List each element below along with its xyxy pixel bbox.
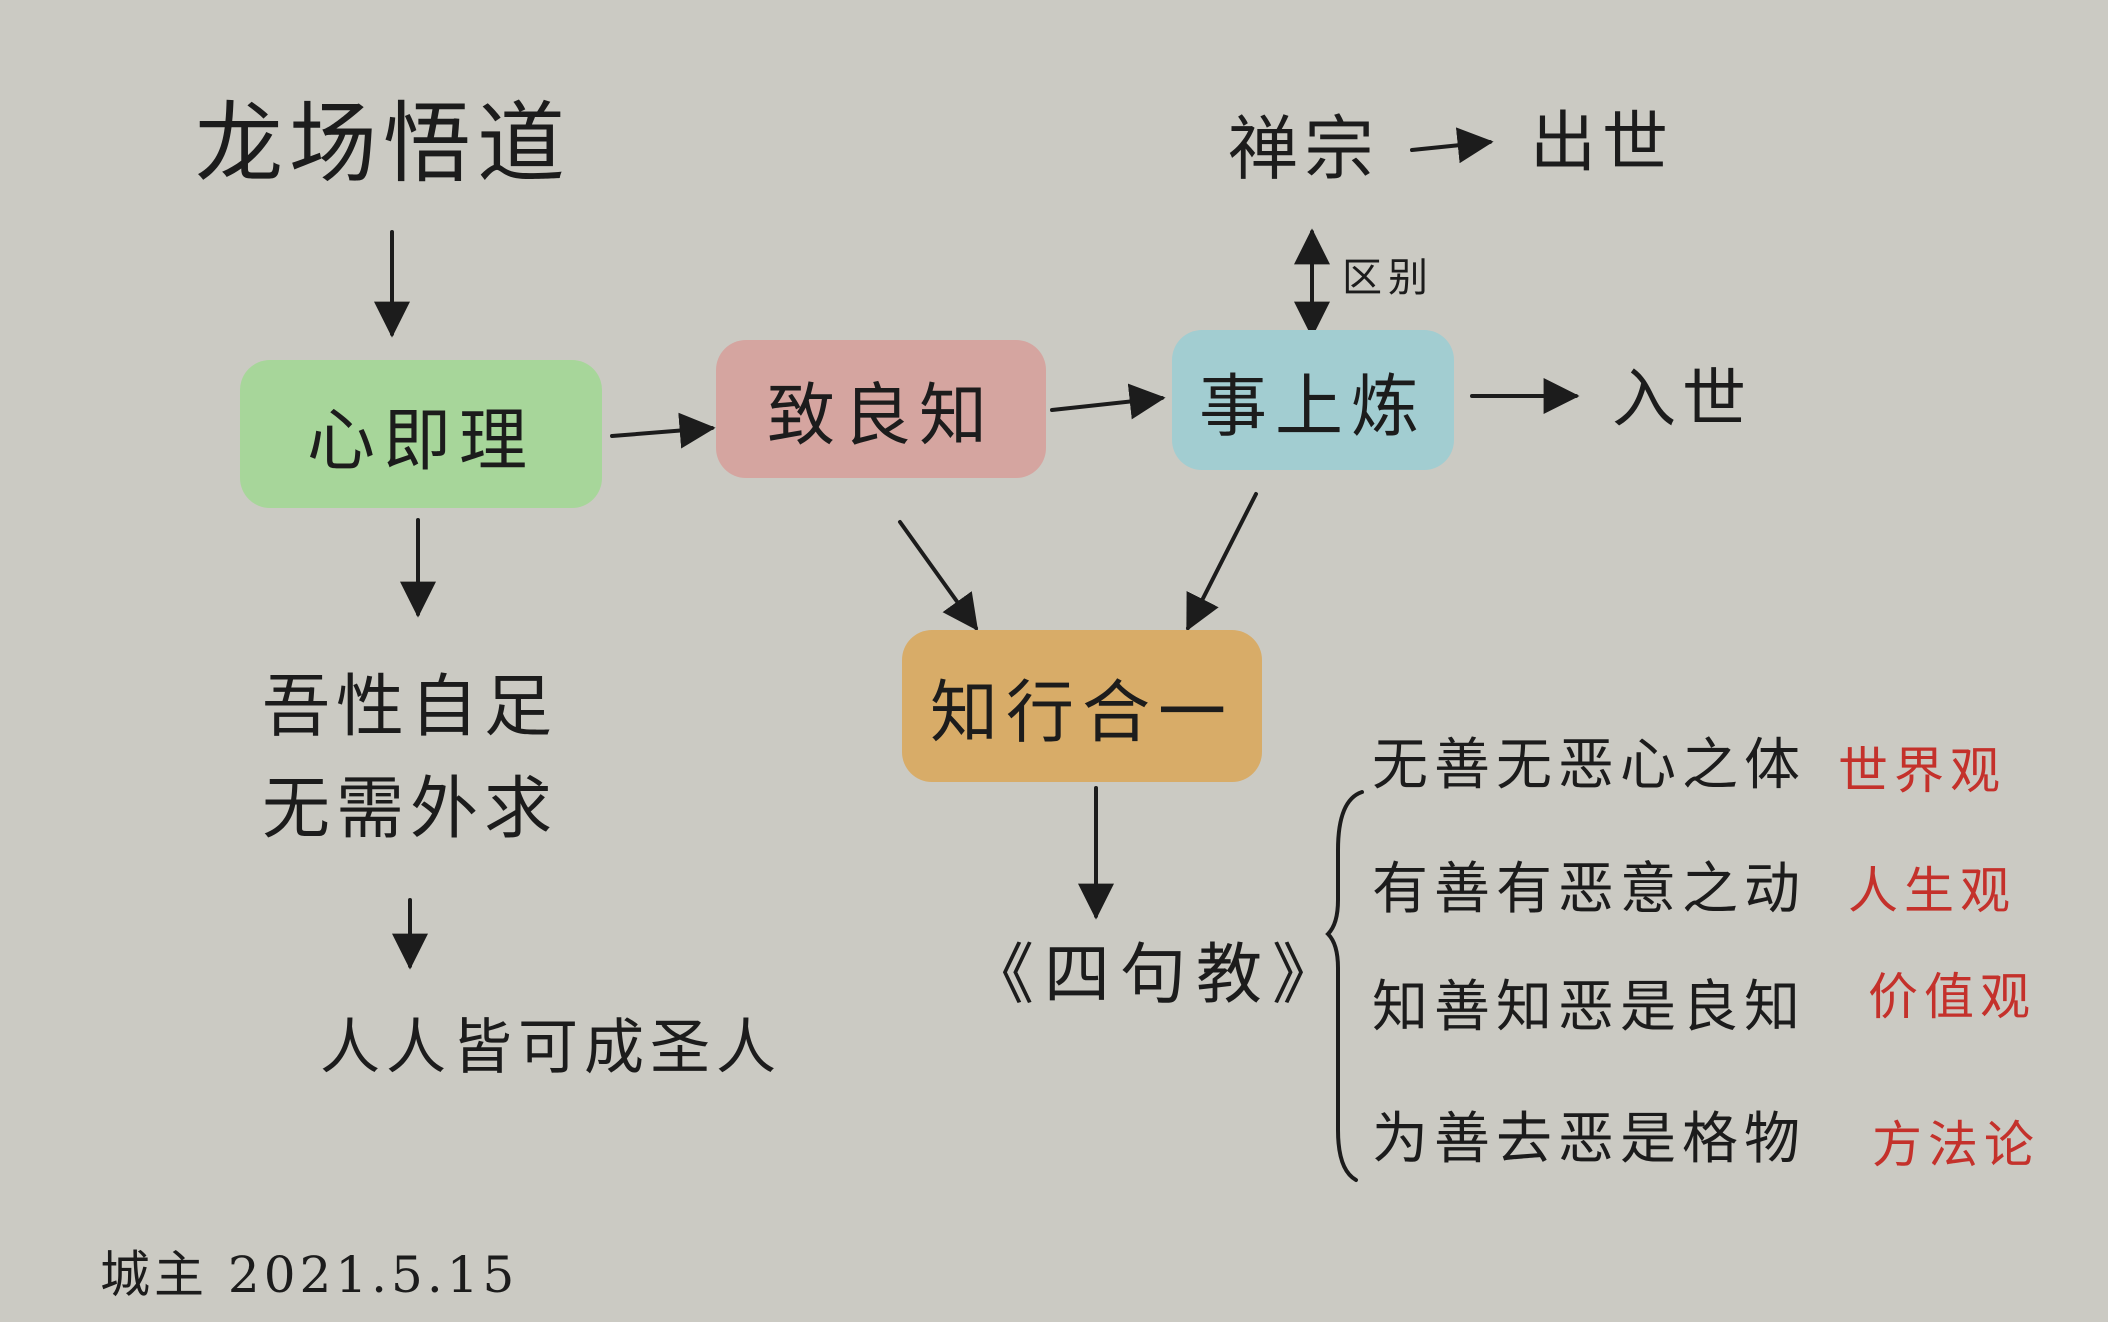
sentence-2: 有善有恶意之动	[1372, 857, 1806, 922]
view-label-4: 方法论	[1872, 1116, 2040, 1174]
view-label-3: 价值观	[1868, 968, 2036, 1026]
curly-brace	[1325, 790, 1364, 1182]
arrow-xinjili-to-zhiliangzhi	[610, 412, 716, 449]
node-zhi-xing-he-yi: 知行合一	[902, 630, 1262, 782]
label-chu-shi: 出世	[1530, 104, 1674, 181]
node-xin-ji-li: 心即理	[240, 360, 602, 508]
arrow-zhiliangzhi-to-shishanglian	[1050, 383, 1166, 420]
arrow-shishanglian-to-zhixingheyi	[1186, 492, 1258, 632]
label-wu-xu-wai-qiu: 无需外求	[262, 770, 559, 849]
view-label-1: 世界观	[1838, 742, 2006, 800]
sentence-3: 知善知恶是良知	[1372, 975, 1806, 1040]
node-zhi-liang-zhi: 致良知	[716, 340, 1046, 478]
label-qu-bie: 区别	[1342, 255, 1434, 301]
view-label-2: 人生观	[1848, 862, 2016, 920]
label-sheng-ren: 人人皆可成圣人	[320, 1013, 782, 1083]
sentence-1: 无善无恶心之体	[1372, 733, 1806, 798]
node-shi-shang-lian: 事上炼	[1172, 330, 1454, 470]
label-wu-xing-zi-zu: 吾性自足	[262, 668, 559, 747]
signature: 城主 2021.5.15	[100, 1246, 519, 1304]
label-chan-zong: 禅宗	[1228, 108, 1380, 190]
sentence-4: 为善去恶是格物	[1372, 1107, 1806, 1172]
arrow-chanzong-to-chushi	[1410, 127, 1494, 164]
label-ru-shi: 入世	[1612, 363, 1752, 437]
label-si-ju-jiao: 《四句教》	[968, 936, 1348, 1013]
arrow-zhiliangzhi-to-zhixingheyi	[898, 520, 979, 631]
diagram-title: 龙场悟道	[195, 92, 572, 195]
